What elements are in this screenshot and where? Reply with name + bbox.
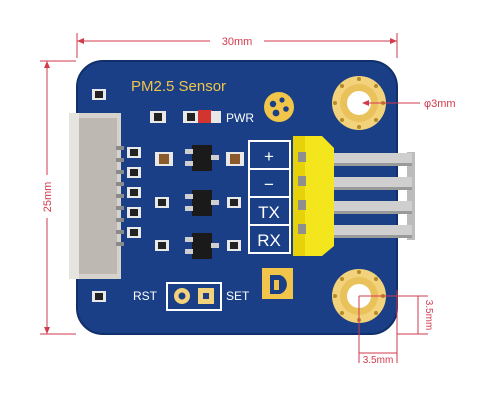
set-label: SET	[226, 289, 250, 303]
components-row-2	[155, 190, 241, 216]
pin-label-rx: RX	[257, 231, 281, 250]
rst-label: RST	[133, 289, 158, 303]
components-row-1	[155, 145, 244, 171]
width-dimension	[76, 33, 398, 58]
brand-logo-icon	[262, 268, 293, 299]
hole-diameter-label: φ3mm	[424, 98, 456, 110]
smd-top-left	[92, 89, 106, 100]
pin-label-vcc: +	[264, 147, 274, 166]
rst-set-jumper	[166, 282, 222, 311]
pwr-label: PWR	[226, 111, 254, 125]
components-row-3	[155, 233, 241, 259]
hole-offset-x-label: 3.5mm	[363, 355, 394, 366]
board-title: PM2.5 Sensor	[131, 78, 226, 95]
pin-label-tx: TX	[258, 203, 280, 222]
hole-offset-y-label: 3.5mm	[423, 300, 434, 331]
width-dimension-label: 30mm	[222, 36, 253, 48]
smd-column	[127, 147, 141, 238]
smd-bottom-left	[92, 291, 106, 302]
height-dimension-label: 25mm	[42, 182, 54, 213]
height-dimension	[40, 60, 76, 335]
mounting-hole-top	[332, 76, 386, 130]
hole-offset-dimension	[358, 290, 428, 363]
hole-diameter-leader	[362, 100, 420, 106]
pin-label-gnd: −	[264, 175, 274, 194]
logo-icon	[264, 92, 294, 122]
fpc-connector	[69, 113, 124, 279]
pwr-led-row	[150, 110, 221, 123]
pin-label-box	[248, 140, 291, 254]
jst-connector	[293, 136, 415, 256]
